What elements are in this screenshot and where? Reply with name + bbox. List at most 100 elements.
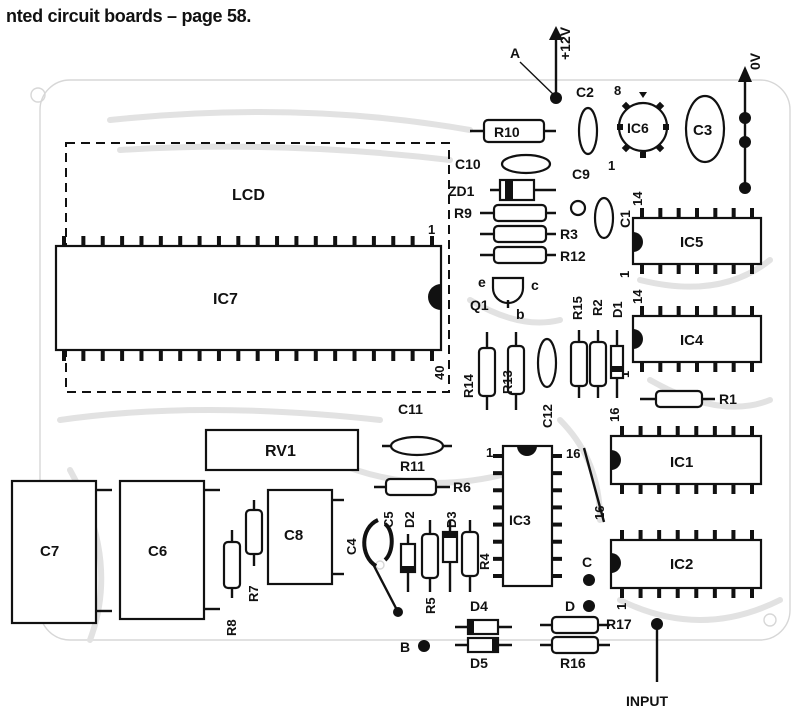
c2-label: C2 xyxy=(576,84,594,100)
ic1-pin xyxy=(731,426,736,436)
ic5-pin1-label: 1 xyxy=(617,271,632,278)
c12-capacitor xyxy=(536,337,558,389)
ic1-pin xyxy=(712,426,717,436)
ic7-pin xyxy=(120,350,125,361)
r2-label: R2 xyxy=(590,299,605,316)
ic4-label: IC4 xyxy=(680,332,704,349)
r14-label: R14 xyxy=(461,373,476,398)
ic5-pin xyxy=(750,208,754,218)
ic3-pin xyxy=(552,539,562,544)
q1-c-label: c xyxy=(531,277,539,293)
r3-label: R3 xyxy=(560,226,578,242)
ic5-label: IC5 xyxy=(680,234,703,251)
ic5-pin xyxy=(676,264,681,274)
supply-12v xyxy=(519,26,563,104)
ic6-pin1-label: 1 xyxy=(608,158,615,173)
c4-pad xyxy=(393,607,403,617)
d2-diode xyxy=(399,534,417,592)
c2-capacitor xyxy=(577,106,599,156)
point-a-label: A xyxy=(510,45,520,61)
ic2-pin xyxy=(657,530,662,540)
ic7-pin xyxy=(197,350,202,361)
ic1-chip xyxy=(609,426,763,494)
r8-label: R8 xyxy=(224,619,239,636)
ic4-pin xyxy=(695,306,699,316)
ic7-pin xyxy=(139,236,144,247)
ic4-pin xyxy=(640,306,644,316)
ic2-pin xyxy=(712,588,717,598)
ic3-pin xyxy=(493,539,503,544)
ic1-label: IC1 xyxy=(670,454,693,471)
ic4-pin xyxy=(640,362,644,372)
ic3-chip xyxy=(493,444,562,588)
r1-label: R1 xyxy=(719,391,737,407)
q1-label: Q1 xyxy=(470,297,489,313)
c8-label: C8 xyxy=(284,527,303,544)
ic5-pin xyxy=(731,264,736,274)
r6-label: R6 xyxy=(453,479,471,495)
ic1-pin xyxy=(750,426,754,436)
ic2-chip xyxy=(609,530,763,598)
ic7-pin xyxy=(430,236,434,247)
r17-resistor xyxy=(540,615,610,635)
ic2-pin xyxy=(750,588,754,598)
c4-lead xyxy=(370,561,400,613)
ic7-pin xyxy=(391,236,396,247)
r2-resistor xyxy=(588,330,608,398)
q1-transistor xyxy=(491,276,525,308)
lcd-label: LCD xyxy=(232,187,265,204)
ic1-pin xyxy=(657,426,662,436)
ic6-pin8-label: 8 xyxy=(614,83,621,98)
c9-capacitor xyxy=(569,199,587,217)
ic7-pin xyxy=(352,236,357,247)
ic4-pin xyxy=(695,362,699,372)
ic1-pin xyxy=(675,426,680,436)
ic7-pin xyxy=(197,236,202,247)
ic7-pin xyxy=(352,350,357,361)
ic1-pin xyxy=(638,484,643,494)
ic4-pin xyxy=(658,362,663,372)
ic4-pin xyxy=(750,362,754,372)
r5-label: R5 xyxy=(423,597,438,614)
r16-label: R16 xyxy=(560,655,586,671)
q1-e-label: e xyxy=(478,274,486,290)
ic2-pin xyxy=(731,588,736,598)
ic4-pin xyxy=(713,306,718,316)
d5-label: D5 xyxy=(470,655,488,671)
rv1-trimmer xyxy=(204,428,360,472)
ic1-pin xyxy=(620,484,624,494)
rv1-label: RV1 xyxy=(265,443,296,460)
ic7-pin xyxy=(430,350,434,361)
ic7-pin xyxy=(236,350,241,361)
ic3-pin xyxy=(552,471,562,476)
ic4-pin xyxy=(658,306,663,316)
d1-diode xyxy=(609,330,625,398)
ic5-pin xyxy=(658,264,663,274)
ic7-pin xyxy=(81,350,86,361)
ic3-pin xyxy=(552,505,562,510)
d4-label: D4 xyxy=(470,598,488,614)
ic7-pin xyxy=(158,236,163,247)
c6-label: C6 xyxy=(148,543,167,560)
ic5-pin xyxy=(640,208,644,218)
ic2-pin xyxy=(712,530,717,540)
ic1-pin xyxy=(638,426,643,436)
d4-diode xyxy=(455,618,512,636)
ic7-pin xyxy=(158,350,163,361)
ic7-pin xyxy=(391,350,396,361)
plus12v-label: +12V xyxy=(557,26,573,60)
ic3-pin xyxy=(552,574,562,578)
ic5-chip xyxy=(631,208,763,274)
ic1-pin xyxy=(750,484,754,494)
ic7-chip xyxy=(54,236,443,361)
ic5-pin xyxy=(676,208,681,218)
ic7-pin xyxy=(100,350,105,361)
ic1-pin xyxy=(675,484,680,494)
zd1-label: ZD1 xyxy=(448,183,475,199)
ic7-pin xyxy=(313,236,318,247)
ic1-pin16-label: 16 xyxy=(607,408,622,422)
c11-capacitor xyxy=(382,435,452,457)
ic7-pin xyxy=(62,236,66,247)
ic7-pin40-label: 40 xyxy=(432,366,447,380)
ic5-pin xyxy=(713,208,718,218)
